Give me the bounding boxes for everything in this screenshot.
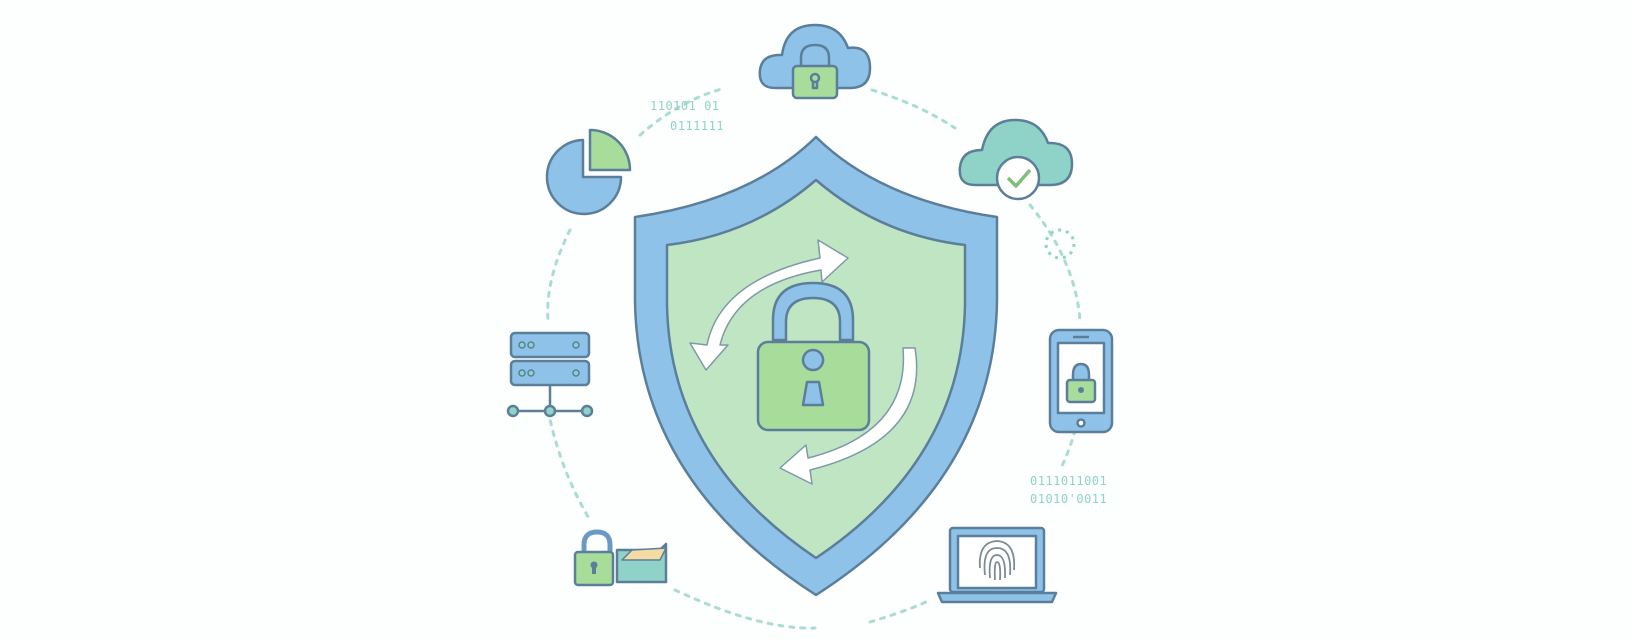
dashed-orbit-ring [546, 86, 1082, 630]
pie-chart-icon [545, 128, 632, 216]
server-network-icon [506, 331, 594, 418]
cloud-lock-icon [758, 23, 872, 100]
padlock-icon [756, 281, 871, 432]
dashed-dot-cluster [1044, 228, 1076, 260]
binary-text: 01010'0011 [1030, 492, 1107, 506]
binary-text: 0111011001 [1030, 474, 1107, 488]
lock-folder-icon [573, 529, 668, 587]
binary-text: 0111111 [670, 119, 724, 133]
cloud-check-icon [958, 118, 1074, 201]
laptop-fingerprint-icon [936, 526, 1058, 604]
mobile-lock-icon [1048, 328, 1114, 434]
sync-arrows-icon [689, 239, 918, 485]
binary-text: 110101 01 [650, 99, 720, 113]
